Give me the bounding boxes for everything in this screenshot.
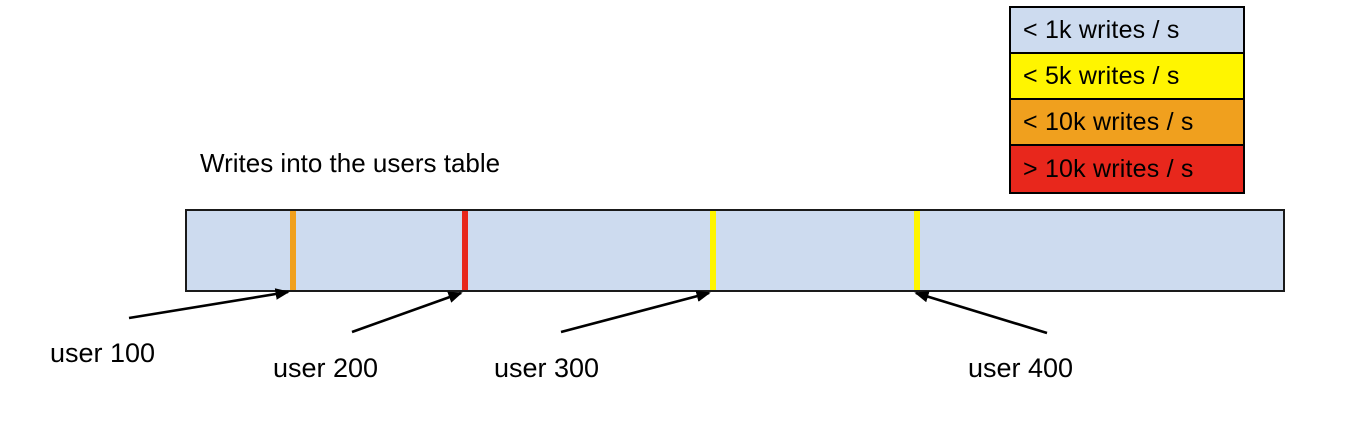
legend-label-over-10k: > 10k writes / s <box>1023 154 1194 183</box>
legend-row-under-5k: < 5k writes / s <box>1011 54 1243 100</box>
users-table-bar <box>185 209 1285 292</box>
figure-caption: Writes into the users table <box>200 148 501 178</box>
annotation-arrow-user-400 <box>914 291 1048 335</box>
stripe-user-400-boundary <box>914 211 920 290</box>
annotation-label-user-200: user 200 <box>273 353 379 383</box>
stripe-user-200-boundary <box>462 211 468 290</box>
annotation-arrow-user-200 <box>351 291 463 334</box>
legend-row-under-10k: < 10k writes / s <box>1011 100 1243 146</box>
stripe-user-300-boundary <box>710 211 716 290</box>
legend-row-under-1k: < 1k writes / s <box>1011 8 1243 54</box>
legend-row-over-10k: > 10k writes / s <box>1011 146 1243 192</box>
legend-label-under-1k: < 1k writes / s <box>1023 15 1180 44</box>
stripe-user-100-boundary <box>290 211 296 290</box>
annotation-label-user-400: user 400 <box>968 353 1074 383</box>
annotation-label-user-300: user 300 <box>494 353 600 383</box>
writes-legend: < 1k writes / s < 5k writes / s < 10k wr… <box>1009 6 1245 194</box>
legend-label-under-5k: < 5k writes / s <box>1023 61 1180 90</box>
annotation-arrow-user-300 <box>560 290 711 334</box>
legend-label-under-10k: < 10k writes / s <box>1023 107 1194 136</box>
annotation-label-user-100: user 100 <box>50 338 156 368</box>
annotation-arrow-user-100 <box>128 288 290 320</box>
